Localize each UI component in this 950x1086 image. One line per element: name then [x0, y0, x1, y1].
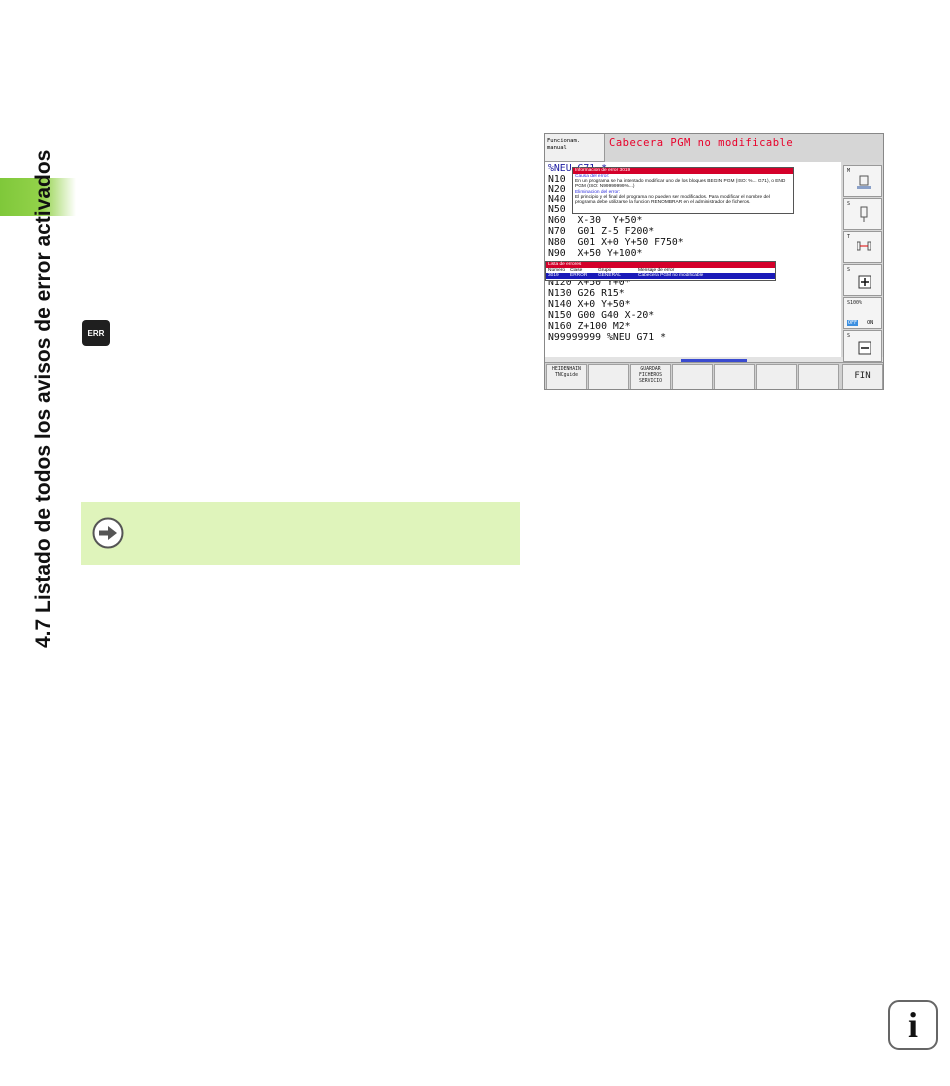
side-softkey-override[interactable]: S100% OFF ON — [843, 297, 882, 329]
program-line: N140 X+0 Y+50* — [548, 299, 631, 310]
col-header: Número — [548, 267, 566, 273]
side-label: S100% — [847, 300, 863, 306]
error-number: 3019 — [548, 273, 559, 278]
program-line: N160 Z+100 M2* — [548, 321, 631, 332]
softkey-empty[interactable] — [714, 364, 755, 389]
error-list-title: Lista de errores — [546, 262, 775, 268]
chapter-title-container: 4.7 Listado de todos los avisos de error… — [28, 48, 58, 648]
table-row[interactable]: 3019 ERROR GENERAL Cabecera PGM no modif… — [546, 273, 775, 279]
program-line: N90 X+50 Y+100* — [548, 248, 643, 259]
error-list-header: Número Clase Grupo Mensaje de error — [546, 268, 775, 274]
arrow-right-icon — [92, 517, 124, 549]
header-message: Cabecera PGM no modificable — [609, 137, 794, 149]
error-message: Cabecera PGM no modificable — [638, 273, 704, 278]
softkey-empty[interactable] — [798, 364, 839, 389]
error-cause-heading: Causa del error: — [575, 174, 610, 179]
error-class: ERROR — [570, 273, 588, 278]
off-label: OFF — [847, 320, 859, 326]
info-icon: i — [888, 1000, 938, 1050]
program-line: N20 — [548, 184, 566, 195]
col-header: Grupo — [598, 267, 612, 273]
softkey-empty[interactable] — [756, 364, 797, 389]
program-line: N70 G01 Z-5 F200* — [548, 226, 655, 237]
plus-icon — [858, 275, 871, 289]
program-line: N120 X+50 Y+0* — [548, 277, 631, 288]
program-line: N40 — [548, 194, 566, 205]
minus-icon — [858, 341, 871, 355]
error-cause-text: En un programa se ha intentado modificar… — [575, 179, 786, 190]
softkey-row: HEIDENHAIN TNCguide GUARDAR FICHEROS SER… — [545, 362, 883, 389]
side-label: T — [847, 234, 851, 240]
chapter-title: 4.7 Listado de todos los avisos de error… — [32, 149, 55, 648]
side-softkey-t[interactable]: T — [843, 231, 882, 263]
softkey-tncguide[interactable]: HEIDENHAIN TNCguide — [546, 364, 587, 389]
side-softkey-s-plus[interactable]: S — [843, 264, 882, 296]
side-softkey-bar: M S T S S100% OFF ON S — [841, 162, 883, 362]
note-box — [81, 502, 520, 565]
side-softkey-m[interactable]: M — [843, 165, 882, 197]
scroll-indicator — [681, 359, 747, 362]
error-info-popup: Informacion de error 3019 Causa del erro… — [572, 167, 794, 214]
chapter-tab — [0, 178, 76, 216]
softkey-save-service-files[interactable]: GUARDAR FICHEROS SERVICIO — [630, 364, 671, 389]
side-label: S — [847, 267, 851, 273]
error-fix-heading: Eliminacion del error: — [575, 189, 621, 195]
error-info-title: Informacion de error 3019 — [573, 168, 793, 174]
side-label: M — [847, 168, 851, 174]
col-header: Clase — [570, 267, 583, 273]
error-list-popup: Lista de errores Número Clase Grupo Mens… — [545, 261, 776, 281]
spindle-icon — [860, 206, 868, 222]
side-softkey-s[interactable]: S — [843, 198, 882, 230]
on-label: ON — [867, 320, 874, 326]
program-line: N50 — [548, 204, 566, 215]
machine-icon — [857, 175, 871, 189]
program-area: %NEU G71 * N10 N20 N40 N50 N60 X-30 Y+50… — [545, 162, 842, 357]
off-on-toggle: OFF ON — [847, 320, 873, 326]
side-label: S — [847, 201, 851, 207]
col-header: Mensaje de error — [638, 267, 675, 273]
program-line: N150 G00 G40 X-20* — [548, 310, 655, 321]
program-line: N80 G01 X+0 Y+50 F750* — [548, 237, 684, 248]
tool-change-icon — [857, 241, 871, 251]
side-softkey-s-minus[interactable]: S — [843, 330, 882, 362]
header-bar: Cabecera PGM no modificable — [605, 134, 883, 163]
operating-mode: Funcionam. manual — [545, 134, 605, 162]
cnc-screen: Funcionam. manual Cabecera PGM no modifi… — [544, 133, 884, 390]
softkey-empty[interactable] — [588, 364, 629, 389]
program-line: N60 X-30 Y+50* — [548, 215, 643, 226]
err-key-icon: ERR — [82, 320, 110, 346]
program-line: N130 G26 R15* — [548, 288, 625, 299]
error-fix-text: El principio y el final del programa no … — [575, 194, 770, 206]
side-label: S — [847, 333, 851, 339]
softkey-fin[interactable]: FIN — [842, 364, 883, 389]
program-line: N99999999 %NEU G71 * — [548, 332, 666, 343]
error-group: GENERAL — [598, 273, 621, 278]
softkey-empty[interactable] — [672, 364, 713, 389]
program-line: N10 — [548, 174, 566, 185]
